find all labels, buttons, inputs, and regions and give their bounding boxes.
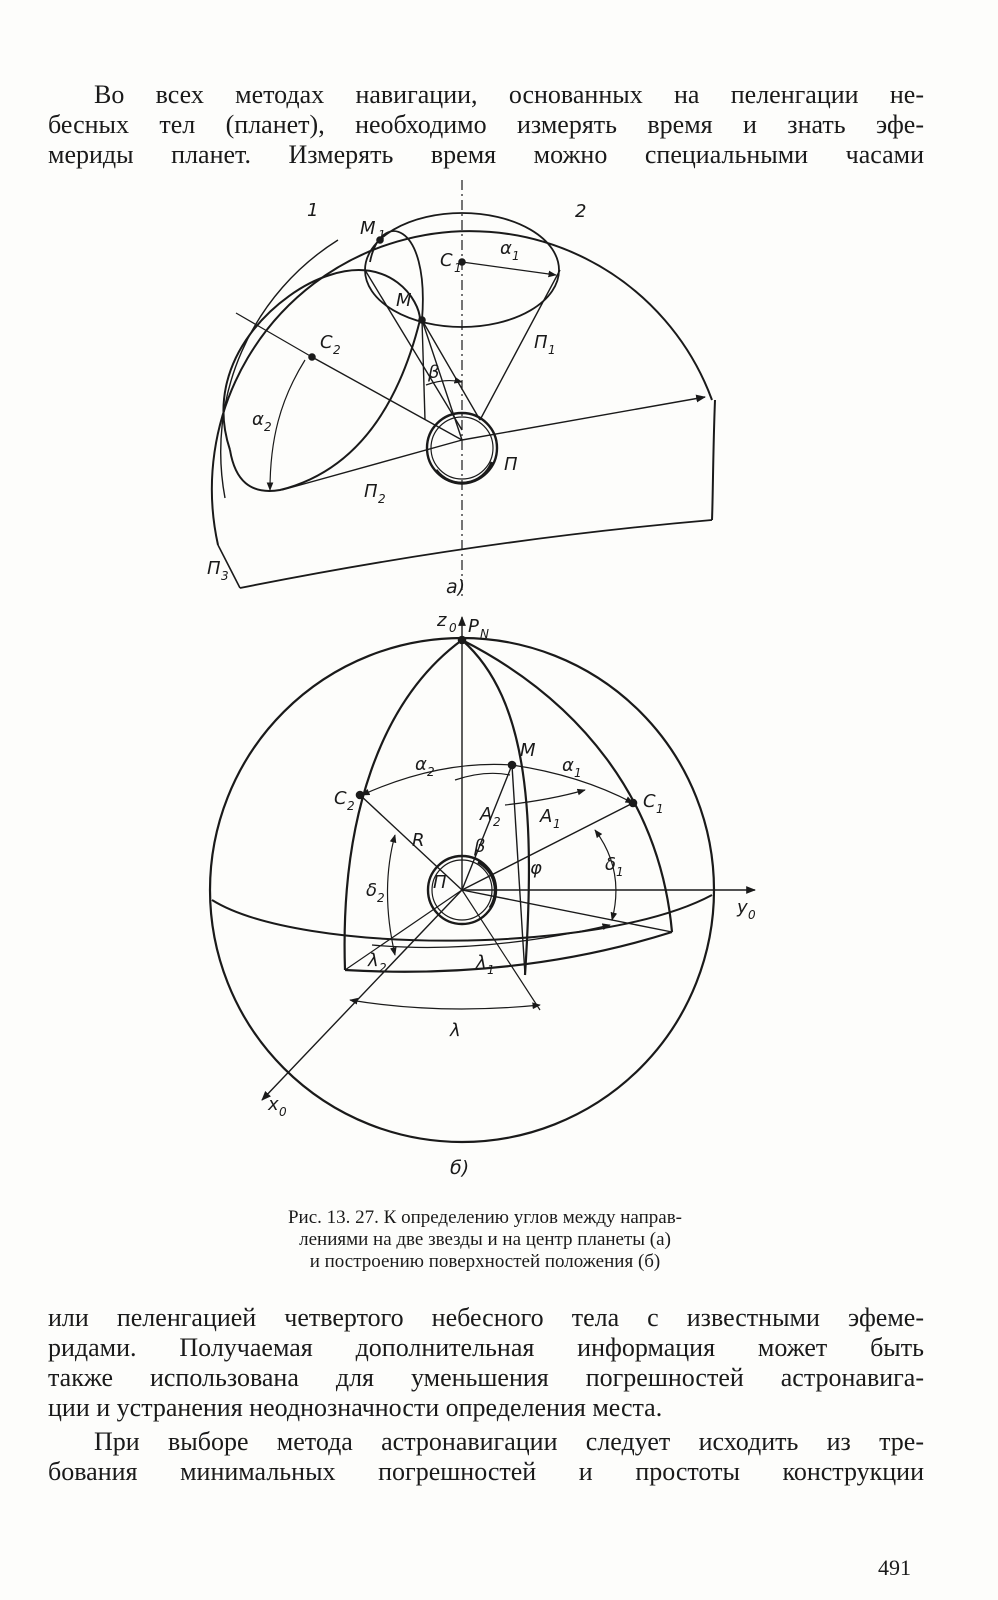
svg-text:N: N bbox=[480, 627, 489, 641]
label-m: M bbox=[396, 290, 412, 311]
paragraph-top: Во всех методах навигации, основанных на… bbox=[48, 80, 924, 170]
page-number: 491 bbox=[878, 1555, 911, 1580]
label-phi: φ bbox=[530, 858, 542, 879]
text-line: Во всех методах навигации, основанных на… bbox=[94, 80, 924, 109]
figure-caption: Рис. 13. 27. К определению углов между н… bbox=[200, 1207, 770, 1273]
svg-text:1: 1 bbox=[553, 817, 561, 831]
label-beta: β bbox=[427, 362, 440, 383]
svg-text:1: 1 bbox=[487, 963, 495, 977]
svg-text:2: 2 bbox=[379, 961, 387, 975]
subfigure-a-label: а) bbox=[446, 576, 465, 598]
svg-text:0: 0 bbox=[449, 621, 457, 635]
label-c2: C bbox=[320, 332, 333, 353]
svg-text:2: 2 bbox=[264, 420, 272, 434]
label-pi: П bbox=[504, 454, 518, 475]
label-lambda: λ bbox=[449, 1020, 461, 1041]
label-pi-b: П bbox=[433, 872, 447, 893]
cut-edge bbox=[239, 519, 713, 589]
svg-text:1: 1 bbox=[616, 865, 624, 879]
label-2: 2 bbox=[575, 201, 586, 222]
paragraph-bottom: При выборе метода астронавигации следует… bbox=[48, 1427, 924, 1487]
text-line: ции и устранения неоднозначности определ… bbox=[48, 1393, 663, 1422]
caption-line: и построению поверхностей положения (б) bbox=[309, 1251, 661, 1272]
svg-text:2: 2 bbox=[347, 799, 355, 813]
svg-text:1: 1 bbox=[548, 343, 556, 357]
label-alpha2: α bbox=[252, 409, 264, 430]
label-alpha1-b: α bbox=[562, 755, 574, 776]
svg-text:0: 0 bbox=[279, 1105, 287, 1119]
label-alpha2-b: α bbox=[415, 754, 427, 775]
svg-text:2: 2 bbox=[427, 765, 435, 779]
label-pi2: П bbox=[364, 481, 378, 502]
svg-text:0: 0 bbox=[748, 908, 756, 922]
text-line: бования минимальных погрешностей и прост… bbox=[48, 1457, 924, 1486]
label-x0: x bbox=[267, 1094, 279, 1115]
label-pi3: П bbox=[207, 558, 221, 579]
svg-text:1: 1 bbox=[512, 249, 520, 263]
sphere-outline-a bbox=[210, 230, 713, 546]
paragraph-middle: или пеленгацией четвертого небесного тел… bbox=[48, 1303, 924, 1423]
label-delta2: δ bbox=[366, 880, 377, 901]
label-r: R bbox=[412, 830, 425, 851]
label-pn: P bbox=[468, 616, 479, 637]
label-lambda1: λ bbox=[475, 952, 487, 973]
svg-text:2: 2 bbox=[333, 343, 341, 357]
figure-b bbox=[208, 616, 756, 1144]
svg-text:3: 3 bbox=[221, 569, 229, 583]
figure-a bbox=[210, 180, 716, 600]
label-alpha1: α bbox=[500, 238, 512, 259]
label-m1: M bbox=[360, 218, 376, 239]
label-lambda2: λ bbox=[367, 950, 379, 971]
svg-text:1: 1 bbox=[656, 802, 664, 816]
label-c2-b: C bbox=[334, 788, 347, 809]
label-beta-b: β bbox=[473, 836, 486, 857]
text-line: ридами. Получаемая дополнительная информ… bbox=[48, 1333, 924, 1362]
label-c1-b: C bbox=[643, 791, 656, 812]
figure-13-27: 1 2 M 1 C 1 α 1 M C 2 П 1 β α 2 П П 2 П … bbox=[207, 180, 756, 1179]
text-line: или пеленгацией четвертого небесного тел… bbox=[48, 1303, 924, 1332]
svg-text:1: 1 bbox=[454, 261, 462, 275]
label-1: 1 bbox=[307, 200, 318, 221]
svg-text:2: 2 bbox=[377, 891, 385, 905]
text-line: также использована для уменьшения погреш… bbox=[48, 1363, 924, 1392]
label-c1: C bbox=[440, 250, 453, 271]
label-delta1: δ bbox=[605, 854, 616, 875]
figure-b-labels: z 0 P N M α 2 α 1 C 2 C 1 A 2 A 1 R β φ … bbox=[267, 610, 756, 1179]
text-line: бесных тел (планет), необходимо измерять… bbox=[48, 110, 924, 139]
svg-text:1: 1 bbox=[378, 228, 386, 242]
svg-text:1: 1 bbox=[574, 766, 582, 780]
label-z0: z bbox=[436, 610, 447, 631]
label-a1: A bbox=[539, 806, 552, 827]
label-m-b: M bbox=[520, 740, 536, 761]
svg-text:2: 2 bbox=[493, 815, 501, 829]
label-pi1: П bbox=[534, 332, 548, 353]
text-line: мериды планет. Измерять время можно спец… bbox=[48, 140, 924, 169]
label-a2: A bbox=[479, 804, 492, 825]
text-line: При выборе метода астронавигации следует… bbox=[94, 1427, 924, 1456]
svg-text:2: 2 bbox=[378, 492, 386, 506]
equator bbox=[211, 894, 713, 942]
subfigure-b-label: б) bbox=[450, 1157, 469, 1179]
caption-line: лениями на две звезды и на центр планеты… bbox=[299, 1229, 671, 1250]
figure-a-labels: 1 2 M 1 C 1 α 1 M C 2 П 1 β α 2 П П 2 П … bbox=[207, 200, 586, 598]
cone-2-base bbox=[222, 269, 422, 492]
caption-line: Рис. 13. 27. К определению углов между н… bbox=[287, 1207, 683, 1228]
label-y0: y bbox=[736, 897, 748, 918]
